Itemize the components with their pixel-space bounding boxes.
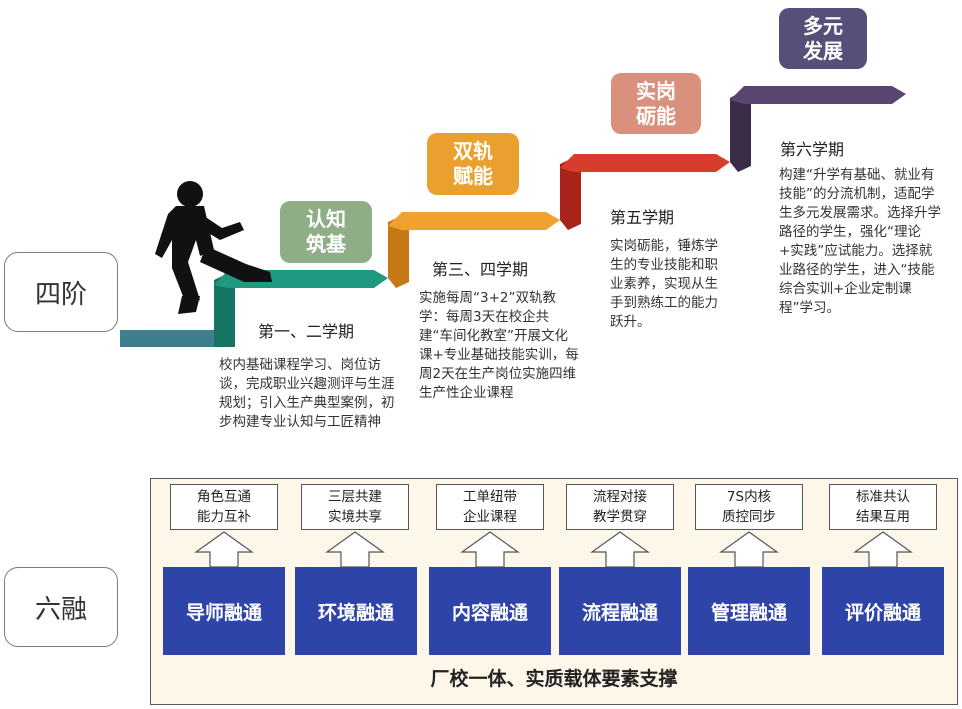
fusion-6-feature: 标准共认 结果互用	[829, 484, 937, 530]
fusion-5-feature: 7S内核 质控同步	[695, 484, 803, 530]
four-stages-label: 四阶	[4, 252, 118, 332]
fusion-evaluation: 评价融通	[822, 567, 944, 655]
stage-tag-practice: 实岗 砺能	[611, 73, 701, 134]
climbing-person-icon	[155, 181, 272, 314]
step-4-tread	[730, 86, 906, 104]
semester-1-2-desc: 校内基础课程学习、岗位访谈，完成职业兴趣测评与生涯规划；引入生产典型案例，初步构…	[219, 357, 395, 430]
semester-5-title: 第五学期	[610, 208, 675, 227]
stage-tag-diverse: 多元 发展	[779, 8, 867, 69]
up-arrow-icon	[853, 531, 913, 568]
support-caption: 厂校一体、实质载体要素支撑	[430, 668, 678, 690]
semester-1-2-title: 第一、二学期	[258, 322, 355, 341]
six-fusion-label: 六融	[4, 567, 118, 647]
fusion-2-feature: 三层共建 实境共享	[301, 484, 409, 530]
up-arrow-icon	[325, 531, 385, 568]
up-arrow-icon	[590, 531, 650, 568]
fusion-1-feature: 角色互通 能力互补	[170, 484, 278, 530]
step-2-riser	[388, 212, 409, 288]
semester-6-title: 第六学期	[780, 140, 845, 159]
step-1-riser	[214, 270, 235, 347]
step-base	[120, 330, 224, 347]
up-arrow-icon	[194, 531, 254, 568]
fusion-process: 流程融通	[559, 567, 681, 655]
step-2-tread	[388, 212, 560, 230]
fusion-environment: 环境融通	[295, 567, 417, 655]
stage-tag-cognition: 认知 筑基	[280, 201, 372, 263]
semester-3-4-title: 第三、四学期	[432, 260, 529, 279]
fusion-4-feature: 流程对接 教学贯穿	[566, 484, 674, 530]
stage-tag-dual-track: 双轨 赋能	[427, 133, 519, 195]
up-arrow-icon	[719, 531, 779, 568]
up-arrow-icon	[460, 531, 520, 568]
semester-5-desc: 实岗砺能，锤炼学生的专业技能和职业素养，实现从生手到熟练工的能力跃升。	[610, 238, 718, 330]
semester-6-desc: 构建“升学有基础、就业有技能”的分流机制，适配学生多元发展需求。选择升学路径的学…	[779, 167, 941, 316]
fusion-management: 管理融通	[688, 567, 810, 655]
step-3-tread	[560, 154, 730, 172]
step-4-riser	[730, 86, 751, 172]
fusion-mentor: 导师融通	[163, 567, 285, 655]
fusion-content: 内容融通	[429, 567, 551, 655]
fusion-3-feature: 工单纽带 企业课程	[436, 484, 544, 530]
step-3-riser	[560, 154, 581, 230]
semester-3-4-desc: 实施每周“3+2”双轨教学：每周3天在校企共建“车间化教室”开展文化课+专业基础…	[419, 290, 579, 401]
